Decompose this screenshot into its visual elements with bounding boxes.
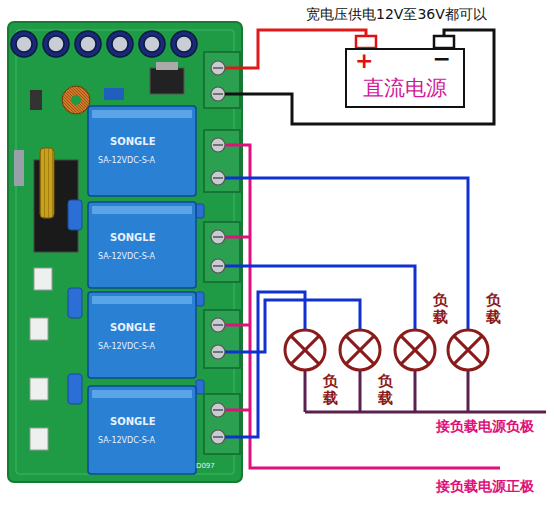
relay-model: SA-12VDC-S-A [98, 252, 155, 261]
relay-brand: SONGLE [110, 322, 155, 333]
load-label: 负载 [378, 373, 393, 406]
power-supply-label: 直流电源 [347, 74, 463, 102]
relay-model: SA-12VDC-S-A [98, 342, 155, 351]
relay-model: SA-12VDC-S-A [98, 436, 155, 445]
title-text: 宽电压供电12V至36V都可以 [306, 6, 487, 24]
lamp-load: 负载 [338, 328, 382, 372]
load-label: 负载 [486, 292, 501, 325]
polarity-sign: − [433, 46, 451, 71]
note-text: 接负载电源正极 [436, 478, 534, 496]
relay-brand: SONGLE [110, 136, 155, 147]
polarity-sign: + [355, 48, 373, 73]
lamp-load: 负载 [393, 328, 437, 372]
relay-model: SA-12VDC-S-A [98, 156, 155, 165]
lamp-symbol [446, 328, 490, 372]
lamp-symbol [283, 328, 327, 372]
lamp-symbol [393, 328, 437, 372]
lamp-symbol [338, 328, 382, 372]
relay-brand: SONGLE [110, 232, 155, 243]
load-label: 负载 [433, 292, 448, 325]
note-text: 接负载电源负极 [436, 418, 534, 436]
board-code: D097 [196, 462, 215, 470]
lamp-load: 负载 [446, 328, 490, 372]
load-label: 负载 [323, 373, 338, 406]
lamp-load: 负载 [283, 328, 327, 372]
relay-brand: SONGLE [110, 416, 155, 427]
power-supply-box: + − 直流电源 [345, 48, 465, 108]
